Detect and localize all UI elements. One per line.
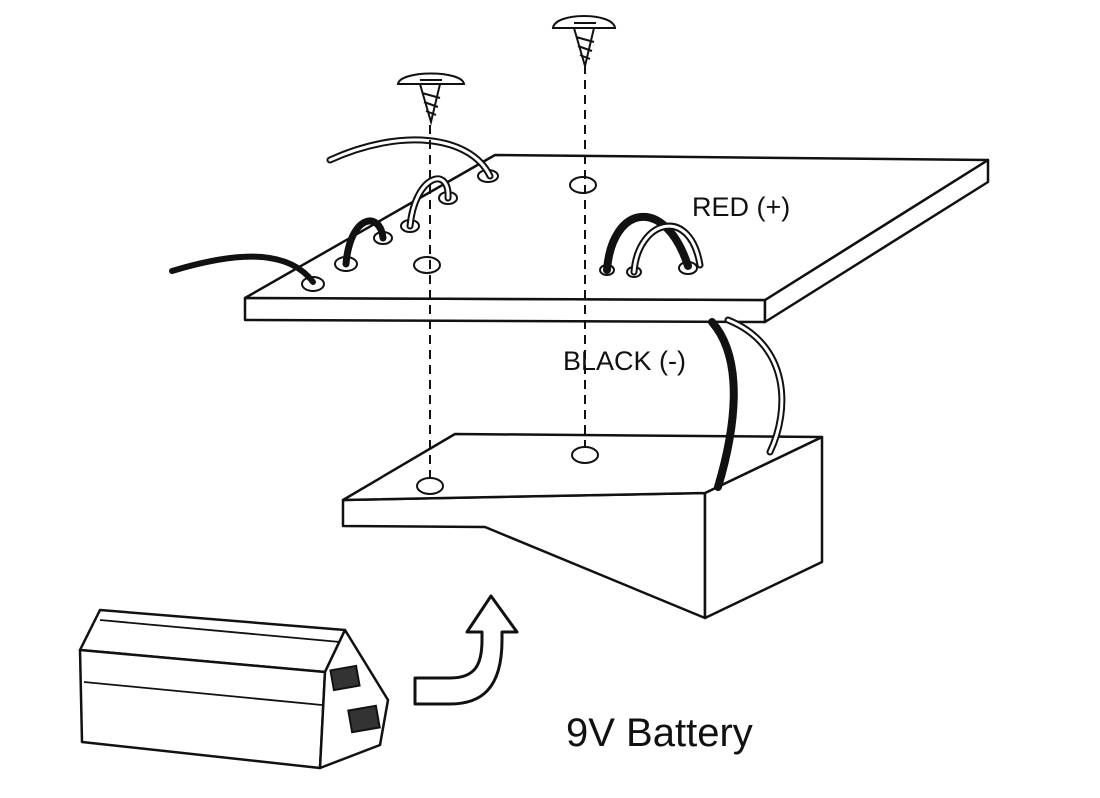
black-wire [708, 318, 738, 491]
arched-wire-gray [328, 138, 492, 178]
battery-end [318, 628, 390, 770]
screw [396, 72, 466, 126]
battery-terminals [329, 664, 381, 734]
alignment-lines [429, 65, 586, 478]
red-wire-black [603, 213, 692, 274]
holder-top-face [341, 432, 824, 502]
battery-terminal [347, 704, 381, 734]
battery [78, 608, 390, 770]
red-wire-gray [632, 224, 702, 274]
connection-wires [708, 316, 786, 491]
screw-shank [572, 27, 596, 70]
battery-holder [341, 432, 824, 620]
board-front-edge [243, 296, 767, 324]
battery-terminal [329, 664, 361, 692]
holder-holes [416, 446, 599, 495]
jumper-wire-gray [408, 177, 450, 228]
board-holes [301, 169, 698, 292]
holder-front-face [341, 491, 707, 620]
insert-arrow-icon [413, 594, 519, 706]
screw-head [396, 72, 466, 85]
battery-front [78, 648, 327, 770]
black-label: BLACK (-) [563, 346, 686, 376]
holder-hole [571, 446, 599, 464]
holder-hole [416, 477, 444, 495]
red-wire [726, 318, 784, 454]
screw [551, 15, 617, 70]
black-lead-wire [169, 253, 316, 285]
jumper-wire-black [342, 217, 387, 268]
screw-shank [418, 83, 442, 126]
red-label: RED (+) [692, 192, 790, 222]
board-wires-left [169, 136, 494, 285]
board-hole [569, 176, 597, 194]
board-hole [413, 256, 441, 274]
red-wire-cluster [603, 213, 704, 276]
battery-label: 9V Battery [566, 711, 753, 755]
